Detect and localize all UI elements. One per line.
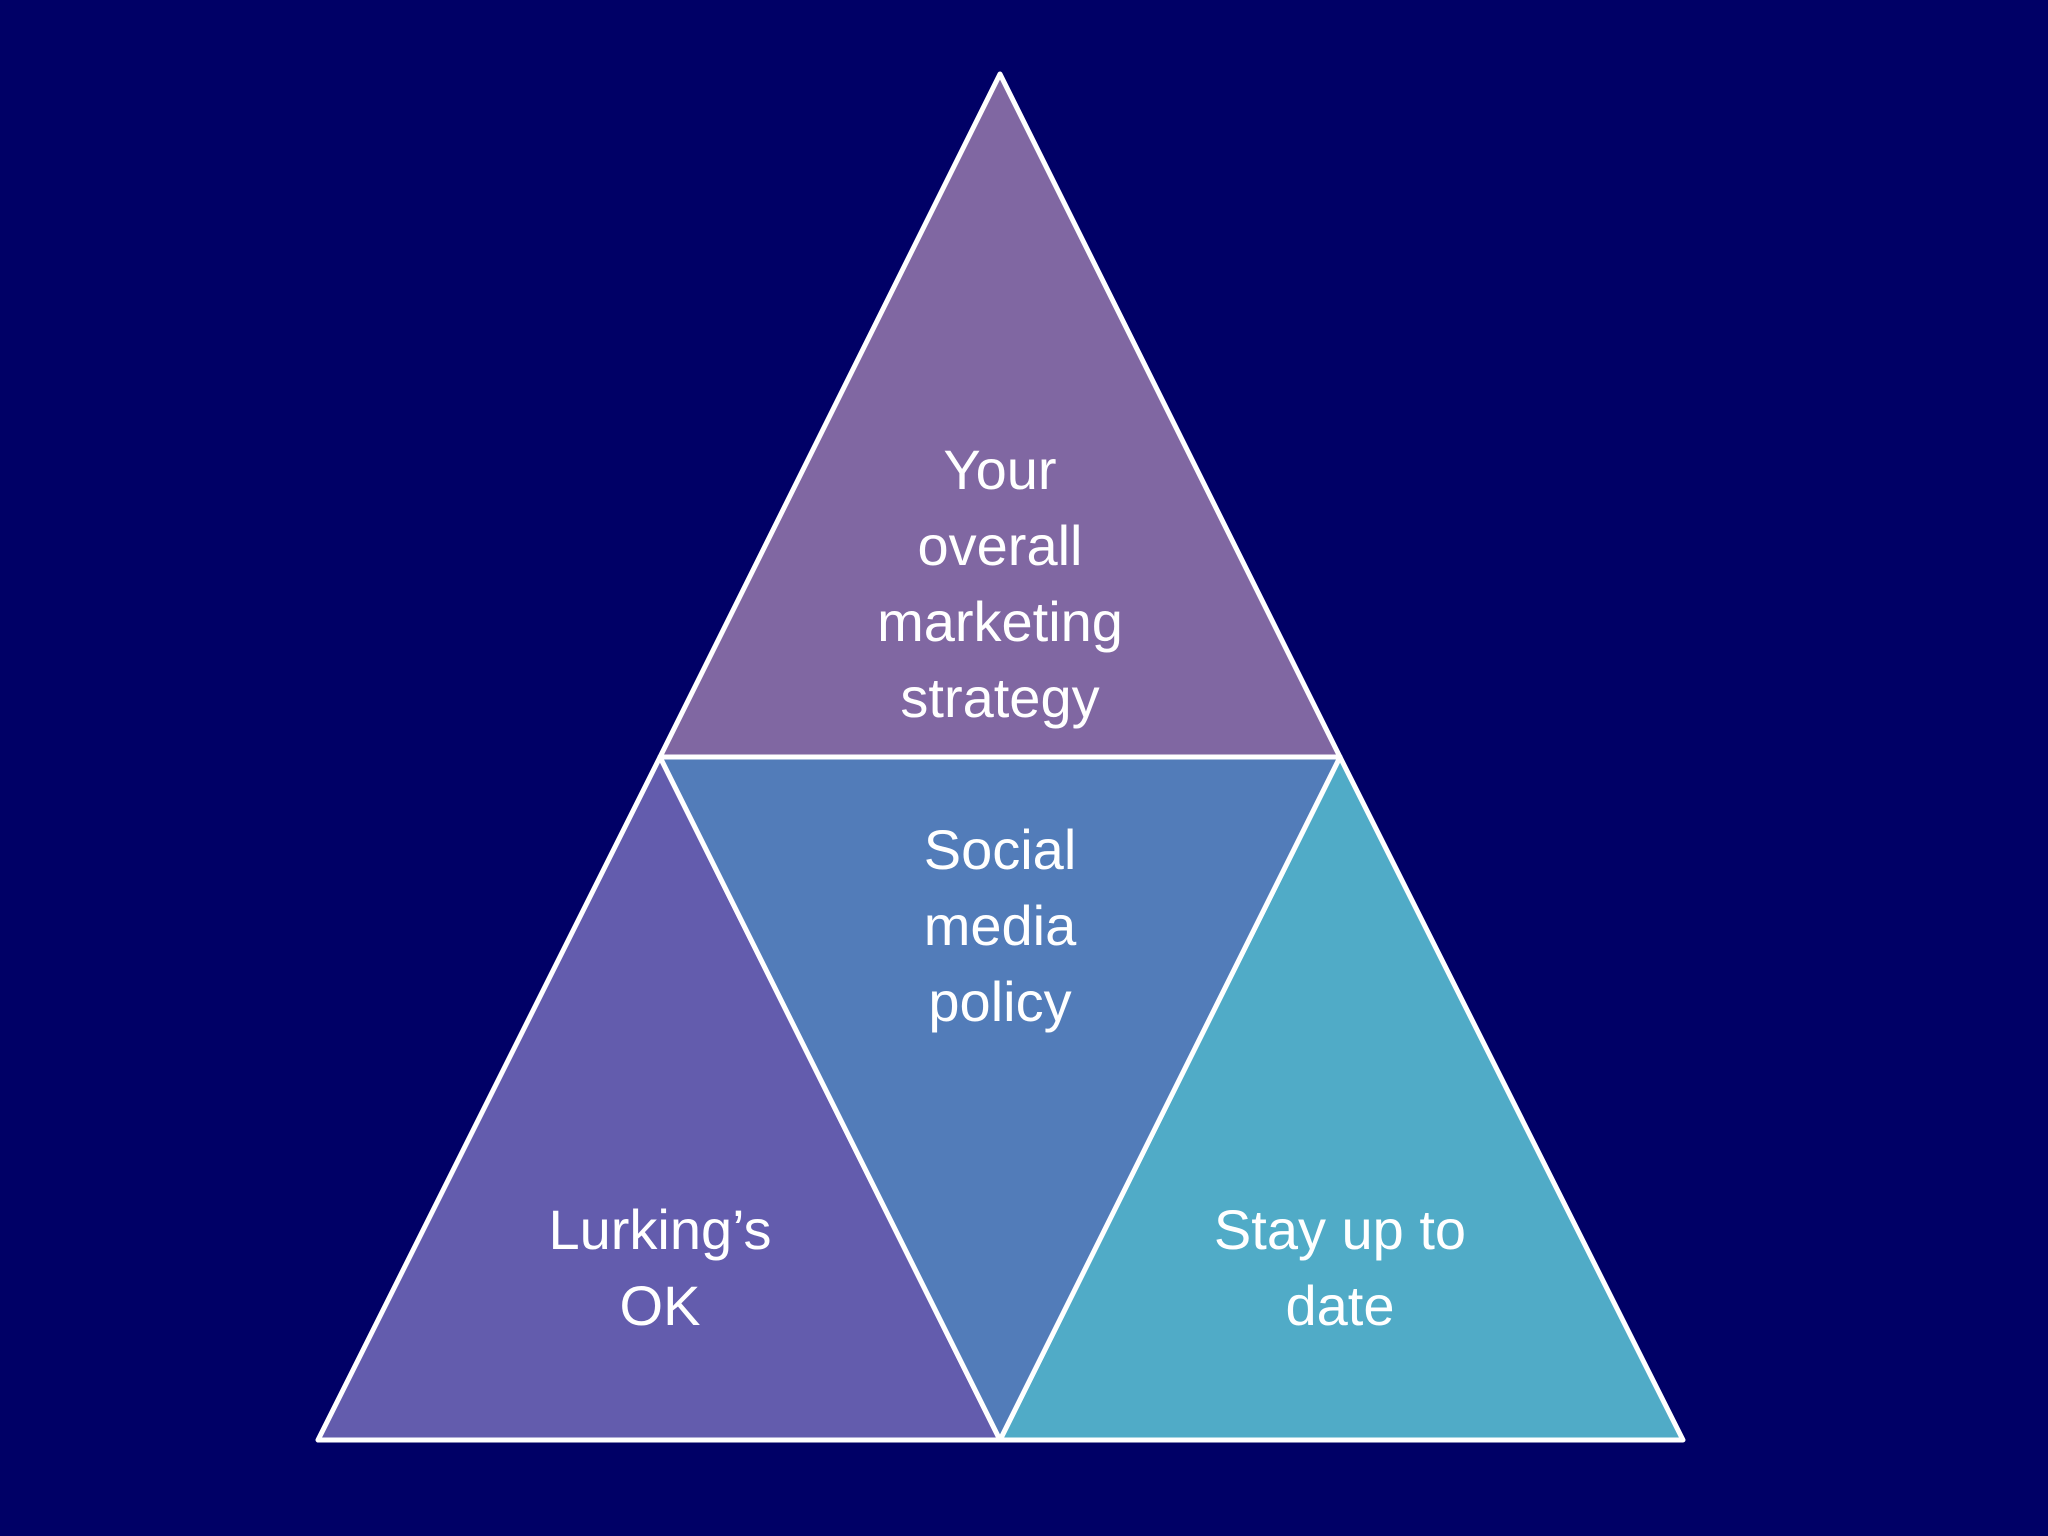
top-triangle-label: Your overall marketing strategy [877,438,1123,729]
right-triangle-label: Stay up to date [1213,1198,1467,1337]
center-inverted-triangle [657,754,1343,1443]
center-triangle-label: Social media policy [923,818,1077,1033]
left-triangle-label: Lurking’s OK [548,1198,772,1337]
